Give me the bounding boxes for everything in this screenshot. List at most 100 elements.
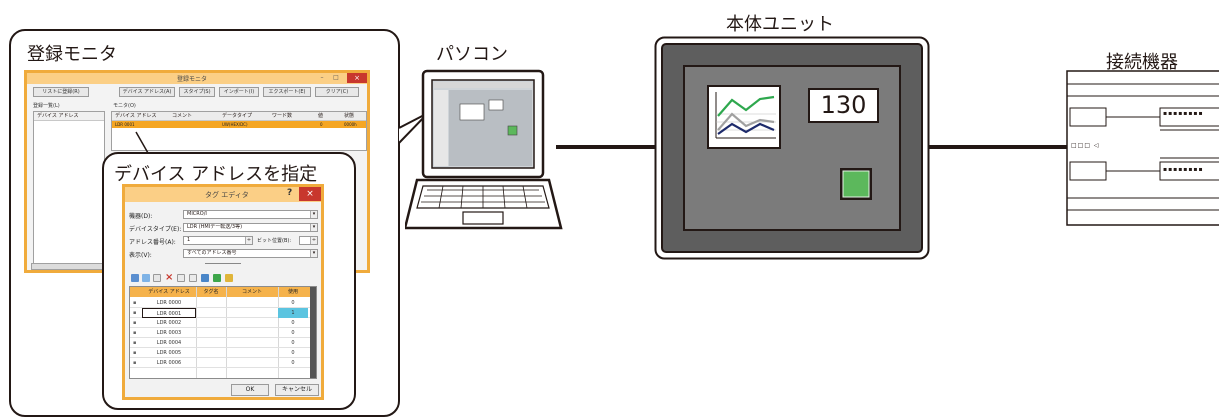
device-body: [1066, 70, 1219, 226]
row-marker: ▪: [133, 300, 137, 306]
table-row[interactable]: ▪ LDR 0000 0: [130, 298, 316, 308]
row-address: LDR 0002: [156, 320, 182, 326]
device-select[interactable]: MICRO/I ▾: [183, 210, 318, 219]
chevron-down-icon[interactable]: ▾: [310, 224, 317, 231]
device-type-select[interactable]: LDR (HMIデー転送/3等) ▾: [183, 223, 318, 232]
row-marker: ▪: [133, 310, 137, 316]
table-row[interactable]: ▪ LDR 0001 1: [130, 308, 316, 318]
cancel-button[interactable]: キャンセル: [275, 384, 319, 396]
check-icon[interactable]: [213, 274, 221, 282]
column-header: デバイス アドレス: [148, 289, 190, 295]
dialog-titlebar: [125, 187, 321, 202]
address-number-input[interactable]: 1 ÷: [183, 236, 253, 245]
minimize-icon[interactable]: –: [320, 74, 324, 81]
row-status: 0000h: [344, 122, 357, 127]
device-value: MICRO/I: [187, 211, 207, 217]
display-select[interactable]: すべてのアドレス番号 ▾: [183, 249, 318, 258]
spinner-icon[interactable]: ÷: [310, 237, 317, 244]
column-header: デバイス アドレス: [115, 113, 157, 119]
window-title: 登録モニタ: [177, 76, 208, 83]
vertical-scrollbar[interactable]: [310, 287, 316, 378]
splitter-handle[interactable]: [205, 263, 241, 267]
monitor-grid-header: デバイス アドレス コメント データタイプ ワード数 値 状態: [112, 112, 366, 121]
main-unit-label: 本体ユニット: [726, 14, 834, 35]
column-header: コメント: [172, 113, 193, 119]
monitor-grid[interactable]: デバイス アドレス コメント データタイプ ワード数 値 状態 LDR 0001…: [111, 111, 367, 151]
tag-icon[interactable]: [201, 274, 209, 282]
column-header: 使用: [287, 289, 298, 295]
device-io-dots-bottom: ▪▪▪▪▪▪▪▪: [1163, 166, 1204, 173]
window-close-button[interactable]: ×: [347, 73, 367, 83]
row-use-highlighted: 1: [278, 308, 308, 318]
export-button[interactable]: エクスポート(E): [263, 87, 311, 97]
table-row[interactable]: ▪ LDR 0005 0: [130, 348, 316, 358]
column-header: ワード数: [272, 113, 293, 119]
display-value-box: 130: [808, 88, 879, 123]
dialog-close-button[interactable]: ×: [299, 187, 321, 201]
row-data-type: UW(HEX/DC): [222, 122, 248, 127]
table-icon[interactable]: [189, 274, 197, 282]
window-titlebar: [27, 73, 367, 84]
tag-editor-dialog: タグ エディタ ? × 機器(D): MICRO/I ▾ デバイスタイプ(E):…: [122, 184, 324, 400]
table-row[interactable]: ▪ LDR 0006 0: [130, 358, 316, 368]
row-marker: ▪: [133, 350, 137, 356]
paste-icon[interactable]: [153, 274, 161, 282]
grid-toolbar: ×: [129, 272, 321, 284]
help-icon[interactable]: ?: [287, 188, 293, 198]
device-indicator: □□□ ◁: [1071, 142, 1100, 149]
import-icon[interactable]: [131, 274, 139, 282]
table-icon[interactable]: [177, 274, 185, 282]
connected-device-label: 接続機器: [1106, 52, 1178, 73]
display-label: 表示(V):: [129, 252, 152, 259]
chevron-down-icon[interactable]: ▾: [310, 250, 317, 257]
address-grid[interactable]: デバイス アドレス タグ名 コメント 使用 ▪ LDR 0000 0 ▪ LDR…: [129, 286, 317, 379]
row-marker: ▪: [133, 320, 137, 326]
spinner-icon[interactable]: ÷: [245, 237, 252, 244]
ok-button[interactable]: OK: [231, 384, 269, 396]
monitor-label: モニタ(O): [113, 103, 136, 109]
registered-list[interactable]: デバイス アドレス: [33, 111, 105, 269]
row-use: 0: [291, 350, 295, 356]
register-list-button[interactable]: リストに登録(R): [33, 87, 89, 97]
column-divider: [278, 287, 279, 378]
device-address-button[interactable]: デバイス アドレス(A): [119, 87, 175, 97]
maximize-icon[interactable]: □: [333, 74, 339, 81]
device-type-value: LDR (HMIデー転送/3等): [187, 224, 243, 230]
row-address: LDR 0004: [156, 340, 182, 346]
column-header: 状態: [344, 113, 355, 119]
column-header: タグ名: [203, 289, 219, 295]
column-divider: [196, 287, 197, 378]
delete-icon[interactable]: ×: [165, 272, 174, 283]
registration-monitor-label: 登録モニタ: [27, 44, 117, 65]
chevron-down-icon[interactable]: ▾: [310, 211, 317, 218]
device-type-label: デバイスタイプ(E):: [129, 226, 182, 233]
list-label: 登録一覧(L): [33, 103, 60, 109]
stype-button[interactable]: スタイプ(S): [179, 87, 215, 97]
row-use: 0: [291, 300, 295, 306]
table-row[interactable]: ▪ LDR 0004 0: [130, 338, 316, 348]
table-row[interactable]: ▪ LDR 0003 0: [130, 328, 316, 338]
copy-icon[interactable]: [142, 274, 150, 282]
column-header: コメント: [241, 289, 262, 295]
address-number-value: 1: [187, 237, 191, 243]
laptop-icon: [405, 69, 563, 230]
table-row[interactable]: ▪ LDR 0002 0: [130, 318, 316, 328]
main-unit-frame: [654, 36, 930, 260]
clear-button[interactable]: クリア(C): [315, 87, 359, 97]
specify-device-address-label: デバイス アドレスを指定: [114, 164, 318, 185]
edit-icon[interactable]: [225, 274, 233, 282]
import-button[interactable]: インポート(I): [219, 87, 259, 97]
row-address: LDR 0006: [156, 360, 182, 366]
row-use: 0: [291, 340, 295, 346]
address-grid-header: デバイス アドレス タグ名 コメント 使用: [130, 287, 316, 297]
column-divider: [226, 287, 227, 378]
row-address-selected[interactable]: LDR 0001: [142, 308, 196, 318]
bit-position-input[interactable]: ÷: [299, 236, 318, 245]
device-label: 機器(D):: [129, 213, 153, 220]
device-io-dots-top: ▪▪▪▪▪▪▪▪: [1163, 110, 1204, 117]
bit-position-label: ビット位置(B):: [257, 238, 292, 244]
selected-row[interactable]: [112, 121, 366, 128]
pc-label: パソコン: [436, 44, 508, 65]
row-marker: ▪: [133, 340, 137, 346]
